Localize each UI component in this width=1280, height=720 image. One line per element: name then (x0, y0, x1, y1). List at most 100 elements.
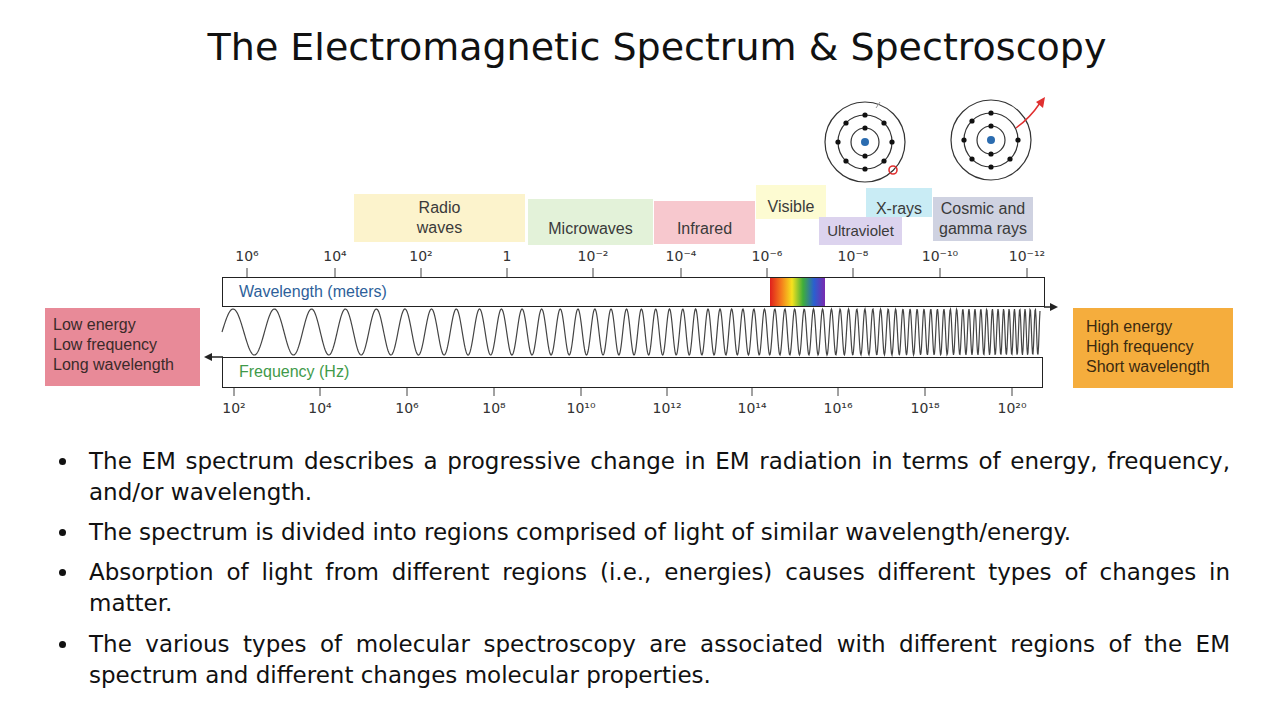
wavelength-tick-label: 10⁴ (323, 247, 346, 265)
frequency-tick-label: 10² (222, 399, 245, 417)
axis-bar: Wavelength (meters) (222, 277, 1045, 307)
tick (593, 268, 594, 277)
axis-arrow-line (1044, 306, 1051, 308)
region-label: Ultraviolet (819, 221, 902, 241)
bullet-text: The various types of molecular spectrosc… (89, 629, 1230, 691)
bullet-text: The spectrum is divided into regions com… (89, 517, 1230, 548)
wavelength-tick-label: 1 (503, 247, 512, 265)
region-box: Microwaves (528, 199, 653, 245)
atom-right (951, 100, 1031, 180)
note-text: High energy (1086, 317, 1233, 337)
axis-arrow-head (1050, 303, 1058, 311)
region-box: Radio waves (354, 194, 525, 242)
tick (320, 388, 321, 396)
wavelength-tick-label: 10² (409, 247, 432, 265)
tick (838, 388, 839, 396)
orbit (951, 100, 1031, 180)
frequency-tick-label: 10⁸ (482, 399, 505, 417)
wavelength-tick-label: 10⁻⁸ (838, 247, 869, 265)
axis-arrow-head (204, 353, 212, 361)
tick (407, 388, 408, 396)
tick (1012, 388, 1013, 396)
electron (835, 139, 840, 144)
note-text: Low frequency (53, 335, 200, 355)
nucleus (987, 136, 995, 144)
electron (988, 123, 993, 128)
orbit (838, 115, 892, 169)
frequency-tick-label: 10⁶ (395, 399, 418, 417)
electron (862, 125, 867, 130)
frequency-ticks (234, 388, 1012, 396)
region-box: X-rays (866, 188, 932, 217)
arrow-head (1036, 97, 1045, 108)
frequency-tick-label: 10¹⁴ (737, 399, 766, 417)
electrons-right (961, 110, 1020, 169)
electron (862, 112, 867, 117)
tick (667, 388, 668, 396)
electron (1007, 156, 1012, 161)
excited-electron (889, 166, 897, 174)
electron (988, 151, 993, 156)
atom-left (825, 102, 905, 182)
orbit (825, 102, 905, 182)
frequency-tick-label: 10²⁰ (997, 399, 1026, 417)
region-label: Cosmic and gamma rays (935, 199, 1031, 239)
wavelength-tick-label: 10⁻¹⁰ (922, 247, 958, 265)
wavelength-tick-label: 10⁻¹² (1009, 247, 1045, 265)
axis-title: Frequency (Hz) (239, 362, 1042, 382)
orbit (964, 113, 1018, 167)
visible-spectrum (770, 278, 825, 306)
region-label: Microwaves (528, 219, 653, 239)
electron (1015, 137, 1020, 142)
axis-bar: Frequency (Hz) (222, 357, 1043, 388)
side-note-box: Low energyLow frequencyLong wavelength (45, 308, 200, 386)
frequency-tick-label: 10¹⁸ (910, 399, 939, 417)
electron (969, 156, 974, 161)
ejection-arrow (1016, 103, 1040, 128)
electron (843, 120, 848, 125)
tick (234, 388, 235, 396)
electron (889, 139, 894, 144)
orbit (851, 128, 879, 156)
frequency-tick-label: 10¹⁰ (566, 399, 595, 417)
tick (940, 268, 941, 277)
tick (335, 268, 336, 277)
tick (925, 388, 926, 396)
bullet-dot (59, 529, 66, 536)
bullet-dot (59, 458, 66, 465)
axis-arrow-line (211, 356, 223, 358)
region-label: Radio waves (410, 198, 470, 238)
region-box: Ultraviolet (819, 217, 902, 245)
region-label: X-rays (866, 199, 932, 219)
photon-mark (876, 102, 880, 108)
em-wave (222, 309, 1040, 355)
region-box: Cosmic and gamma rays (933, 197, 1033, 241)
tick (767, 268, 768, 277)
region-label: Infrared (654, 219, 755, 239)
electron (862, 166, 867, 171)
tick (853, 268, 854, 277)
axis-title: Wavelength (meters) (239, 282, 1044, 302)
slide-title: The Electromagnetic Spectrum & Spectrosc… (0, 22, 1280, 72)
electron (881, 158, 886, 163)
note-text: Long wavelength (53, 355, 200, 375)
frequency-tick-label: 10⁴ (308, 399, 331, 417)
tick (507, 268, 508, 277)
note-text: High frequency (1086, 337, 1233, 357)
frequency-tick-label: 10¹² (652, 399, 681, 417)
wavelength-tick-label: 10⁶ (235, 247, 258, 265)
bullet-dot (59, 641, 66, 648)
bullet-text: The EM spectrum describes a progressive … (89, 446, 1230, 508)
electron (881, 120, 886, 125)
tick (681, 268, 682, 277)
orbit (977, 126, 1005, 154)
electrons-left (835, 112, 894, 171)
tick (581, 388, 582, 396)
bullet-dot (59, 569, 66, 576)
region-label: Visible (756, 197, 826, 217)
tick (247, 268, 248, 277)
wavelength-tick-label: 10⁻² (578, 247, 609, 265)
